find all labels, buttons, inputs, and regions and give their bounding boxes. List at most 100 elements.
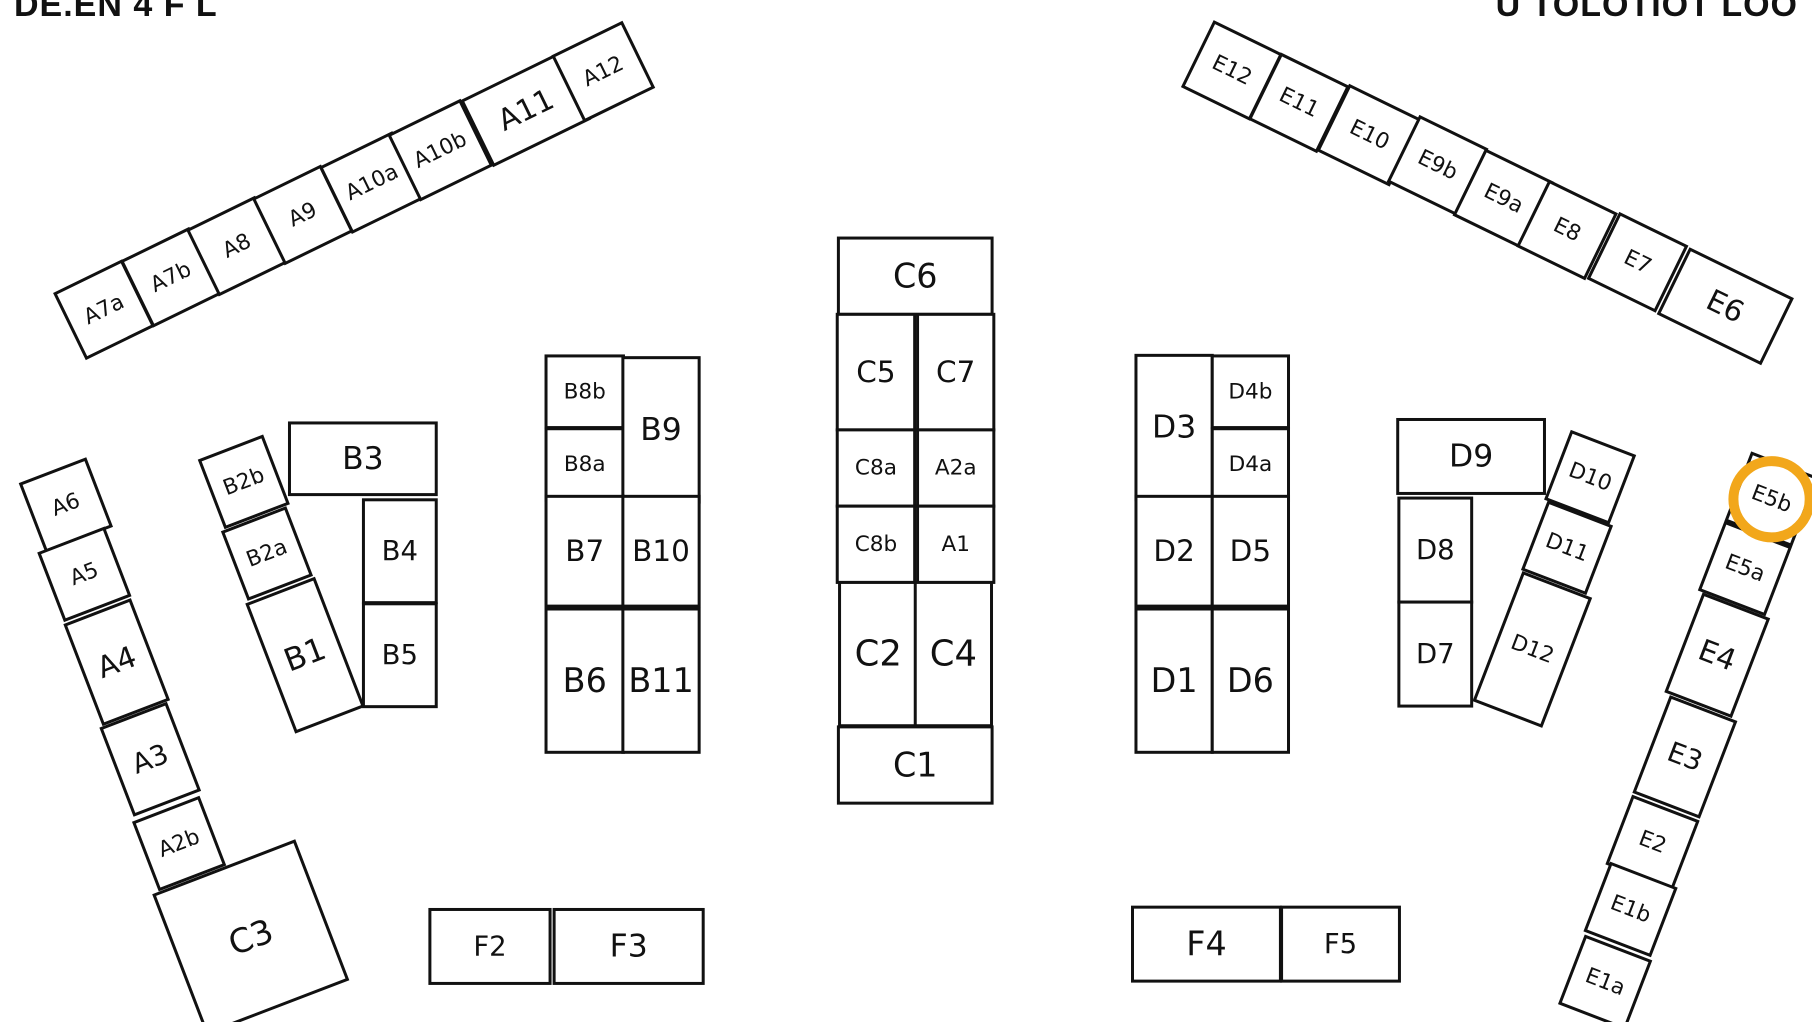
booth-d8[interactable]: D8	[1397, 496, 1474, 604]
booth-outline	[916, 312, 996, 432]
booth-outline	[37, 526, 132, 623]
booth-label: F5	[1324, 928, 1357, 960]
booth-a4[interactable]: A4	[63, 598, 171, 727]
booth-a5[interactable]: A5	[37, 526, 132, 623]
booth-a7a[interactable]: A7a	[53, 259, 155, 361]
booth-a11[interactable]: A11	[460, 52, 592, 168]
booth-d3[interactable]: D3	[1134, 353, 1214, 502]
booth-a7b[interactable]: A7b	[120, 226, 222, 328]
booth-b4[interactable]: B4	[361, 498, 438, 605]
booth-outline	[836, 236, 994, 316]
booth-label: D4b	[1228, 379, 1272, 404]
booth-label: D2	[1153, 534, 1194, 568]
booth-outline	[913, 580, 994, 728]
booth-a1[interactable]: A1	[916, 504, 996, 584]
booth-b9[interactable]: B9	[621, 356, 701, 504]
booth-a10b[interactable]: A10b	[387, 98, 494, 202]
booth-outline	[220, 506, 314, 601]
booth-label: B8b	[564, 379, 606, 404]
booth-d4a[interactable]: D4a	[1210, 427, 1291, 502]
booth-d7[interactable]: D7	[1397, 600, 1474, 708]
booth-b7[interactable]: B7	[544, 494, 625, 608]
booth-e10[interactable]: E10	[1316, 83, 1423, 187]
booth-d5[interactable]: D5	[1210, 494, 1291, 608]
booth-b10[interactable]: B10	[621, 494, 701, 608]
booth-outline	[1210, 427, 1291, 502]
booth-label: C5	[856, 355, 895, 389]
booth-outline	[1397, 600, 1474, 708]
booth-b6[interactable]: B6	[544, 607, 625, 754]
booth-label: B4	[382, 535, 418, 567]
booth-outline	[621, 494, 701, 608]
booth-b1[interactable]: B1	[245, 576, 365, 734]
booth-c7[interactable]: C7	[916, 312, 996, 432]
booth-label: B8a	[564, 452, 606, 477]
booth-a3[interactable]: A3	[99, 701, 202, 817]
booth-label: B10	[632, 534, 690, 568]
booth-b3[interactable]: B3	[287, 421, 438, 497]
booth-outline	[245, 576, 365, 734]
booth-d2[interactable]: D2	[1134, 494, 1214, 608]
booth-c3[interactable]: C3	[152, 839, 350, 1022]
booth-b2b[interactable]: B2b	[197, 434, 290, 530]
booth-e5a[interactable]: E5a	[1697, 520, 1793, 617]
booth-e3[interactable]: E3	[1632, 695, 1738, 819]
booth-e7[interactable]: E7	[1586, 211, 1689, 313]
booth-f4[interactable]: F4	[1131, 905, 1282, 983]
booth-c6[interactable]: C6	[836, 236, 994, 316]
booth-c5[interactable]: C5	[835, 312, 917, 432]
booth-e4[interactable]: E4	[1664, 592, 1771, 719]
booth-outline	[131, 795, 227, 892]
booth-f2[interactable]: F2	[428, 907, 552, 985]
booth-d12[interactable]: D12	[1472, 571, 1593, 728]
booth-e2[interactable]: E2	[1605, 794, 1700, 891]
booth-d11[interactable]: D11	[1520, 500, 1614, 596]
booth-a10a[interactable]: A10a	[319, 131, 426, 235]
booth-b8a[interactable]: B8a	[544, 427, 625, 502]
booth-outline	[1396, 417, 1546, 495]
booth-e11[interactable]: E11	[1247, 52, 1350, 154]
booth-d4b[interactable]: D4b	[1210, 354, 1291, 430]
booth-a2b[interactable]: A2b	[131, 795, 227, 892]
booth-e6[interactable]: E6	[1656, 247, 1794, 366]
booth-a12[interactable]: A12	[551, 20, 656, 123]
booth-outline	[1656, 247, 1794, 366]
booth-d9[interactable]: D9	[1396, 417, 1546, 495]
booth-b11[interactable]: B11	[621, 607, 701, 754]
booth-e12[interactable]: E12	[1180, 20, 1283, 121]
booth-c4[interactable]: C4	[913, 580, 994, 728]
booth-outline	[361, 602, 438, 709]
booth-e8[interactable]: E8	[1516, 179, 1618, 281]
booth-b2a[interactable]: B2a	[220, 506, 314, 601]
booth-outline	[544, 607, 625, 754]
booth-d6[interactable]: D6	[1210, 607, 1291, 754]
booth-label: D1	[1151, 661, 1198, 700]
booth-label: F4	[1186, 925, 1226, 964]
booth-e1a[interactable]: E1a	[1558, 934, 1653, 1022]
booth-d1[interactable]: D1	[1134, 607, 1214, 754]
booth-outline	[835, 312, 917, 432]
booth-b5[interactable]: B5	[361, 602, 438, 709]
booth-outline	[287, 421, 438, 497]
booth-d10[interactable]: D10	[1544, 429, 1637, 525]
booth-c8b[interactable]: C8b	[835, 504, 917, 584]
booth-outline	[1210, 607, 1291, 754]
booth-outline	[835, 428, 917, 508]
booth-label: B5	[382, 639, 418, 671]
booth-e1b[interactable]: E1b	[1583, 861, 1678, 958]
booth-label: B3	[342, 441, 384, 477]
booth-a2a[interactable]: A2a	[916, 428, 996, 508]
booth-c8a[interactable]: C8a	[835, 428, 917, 508]
booth-b8b[interactable]: B8b	[544, 354, 625, 430]
booth-f5[interactable]: F5	[1280, 905, 1401, 983]
booth-outline	[152, 839, 350, 1022]
booth-e5b[interactable]: E5b	[1724, 451, 1812, 548]
booth-c1[interactable]: C1	[836, 725, 994, 805]
booth-outline	[552, 907, 705, 985]
booth-c2[interactable]: C2	[838, 580, 919, 728]
booth-outline	[1520, 500, 1614, 596]
booth-outline	[621, 356, 701, 504]
booth-outline	[1134, 607, 1214, 754]
booth-f3[interactable]: F3	[552, 907, 705, 985]
